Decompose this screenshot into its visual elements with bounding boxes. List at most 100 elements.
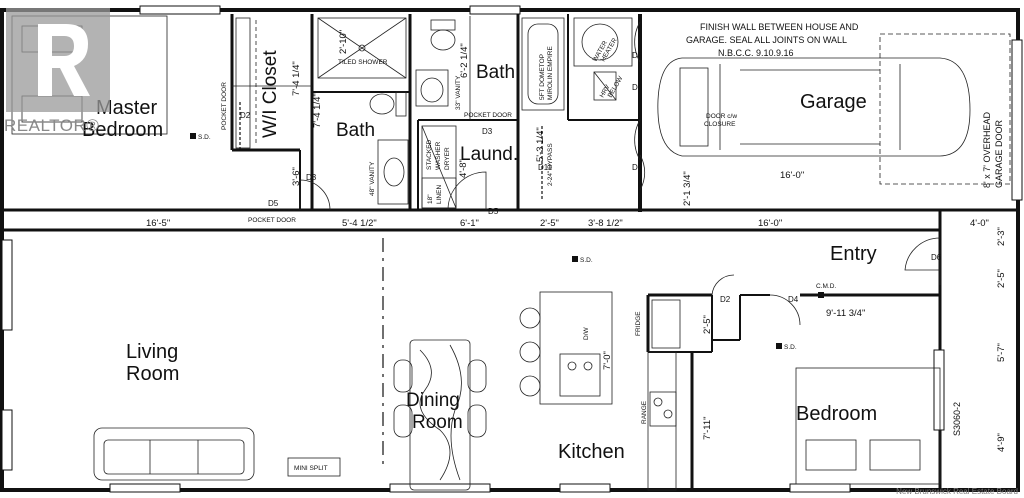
door-tag: D6 bbox=[931, 253, 942, 262]
toilet bbox=[369, 91, 407, 117]
tub-note: MIROLIN EMPIRE bbox=[547, 46, 554, 100]
dimension: 4'-0" bbox=[970, 218, 989, 229]
sd-note: S.D. bbox=[198, 134, 211, 141]
source-watermark: New Brunswick Real Estate Board bbox=[896, 487, 1018, 496]
counter bbox=[647, 351, 677, 491]
room-label-bedroom: Bedroom bbox=[796, 403, 877, 425]
dimension: 3'-6" bbox=[291, 167, 302, 186]
dimension: 5'-3 1/4" bbox=[535, 127, 546, 162]
sd-note: S.D. bbox=[580, 257, 593, 264]
room-label-living: Living bbox=[126, 341, 178, 363]
sink bbox=[415, 69, 449, 107]
room-label-dining: Room bbox=[412, 412, 463, 433]
garage-note: GARAGE. SEAL ALL JOINTS ON WALL bbox=[686, 35, 847, 45]
dimension: 4'-9" bbox=[996, 433, 1007, 452]
fridge-note: FRIDGE bbox=[635, 311, 642, 336]
door-tag: D11 bbox=[538, 163, 553, 172]
bathtub bbox=[521, 17, 565, 111]
dimension: 9'-11 3/4" bbox=[826, 308, 865, 319]
interior-walls-bottom bbox=[646, 250, 941, 490]
room-label-laundry: Laund. bbox=[460, 144, 518, 165]
room-label-bath-2: Bath bbox=[476, 62, 515, 83]
linen-note: LINEN bbox=[436, 185, 443, 204]
realtor-logo-icon bbox=[6, 8, 110, 112]
dimension: 4'-8" bbox=[458, 159, 469, 178]
sofa bbox=[93, 427, 255, 481]
overhead-door-note: GARAGE DOOR bbox=[994, 119, 1004, 188]
room-label-kitchen: Kitchen bbox=[558, 441, 625, 463]
room-label-living: Room bbox=[126, 363, 179, 385]
door-tag: D2 bbox=[240, 111, 251, 120]
dimension: 2'-5" bbox=[540, 218, 559, 229]
co-detector-icon bbox=[818, 292, 824, 298]
dimension: 6'-1" bbox=[460, 218, 479, 229]
interior-walls-top bbox=[230, 14, 640, 210]
overhead-door-note: 8' x 7' OVERHEAD bbox=[982, 112, 992, 188]
shower-note: TILED SHOWER bbox=[338, 59, 388, 66]
door-tag: D5 bbox=[268, 199, 279, 208]
room-label-closet: W/I Closet bbox=[260, 50, 281, 138]
door-closure-note: DOOR c/w bbox=[706, 113, 737, 120]
realtor-logo-text: REALTOR® bbox=[4, 116, 100, 135]
dimension: 5'-4 1/2" bbox=[342, 218, 377, 229]
room-label-entry: Entry bbox=[830, 243, 877, 265]
door-tag: D5 bbox=[632, 51, 643, 60]
garage-door-swing bbox=[879, 33, 1011, 185]
toilet bbox=[430, 19, 456, 51]
dimension: 16'-0" bbox=[758, 218, 782, 229]
dimension: 2'-10" bbox=[338, 30, 349, 54]
pocket-door-note: POCKET DOOR bbox=[248, 217, 296, 224]
room-label-master: Master bbox=[96, 97, 157, 119]
window-tag: S3060-2 bbox=[952, 402, 962, 436]
dimension: 3'-8 1/2" bbox=[588, 218, 623, 229]
bedroom-bed bbox=[795, 367, 941, 485]
door-tag: D3 bbox=[482, 127, 493, 136]
washer-note: STACKED bbox=[426, 139, 433, 170]
sd-note: S.D. bbox=[784, 344, 797, 351]
door-tag: D5 bbox=[488, 207, 499, 216]
water-heater bbox=[573, 17, 633, 101]
vanity-48-note: 48" VANITY bbox=[369, 161, 376, 196]
dimension: 16'-5" bbox=[146, 218, 170, 229]
dimension: 7'-11" bbox=[702, 417, 713, 441]
dw-note: D/W bbox=[583, 327, 590, 341]
cmd-note: C.M.D. bbox=[816, 283, 836, 290]
tiled-shower bbox=[317, 17, 407, 79]
dimension: 2'-3" bbox=[996, 227, 1007, 246]
dimension: 6'-2 1/4" bbox=[459, 43, 470, 78]
range bbox=[649, 391, 677, 427]
door-tag: D5 bbox=[632, 163, 643, 172]
dimension: 7'-0" bbox=[602, 351, 613, 370]
room-label-garage: Garage bbox=[800, 91, 867, 113]
mini-split bbox=[287, 457, 341, 477]
dimension: 2'-5" bbox=[996, 269, 1007, 288]
dimension: 7'-4 1/4" bbox=[312, 93, 323, 128]
dimension: 7'-4 1/4" bbox=[291, 61, 302, 96]
smoke-detector-icon bbox=[190, 133, 196, 139]
sink bbox=[377, 139, 409, 205]
door-tag: D2 bbox=[720, 295, 731, 304]
linen bbox=[421, 177, 457, 209]
mini-split-note: MINI SPLIT bbox=[294, 465, 328, 472]
door-tag: D4 bbox=[788, 295, 799, 304]
door-swings bbox=[200, 21, 941, 326]
washer-note: WASHER bbox=[435, 141, 442, 170]
bypass-note: 2-24" BYPASS bbox=[547, 143, 554, 186]
garage-note: FINISH WALL BETWEEN HOUSE AND bbox=[700, 22, 859, 32]
tub-note: 5FT DOMETOP bbox=[539, 54, 546, 100]
washer-note: DRYER bbox=[444, 147, 451, 170]
linen-note: 18" bbox=[427, 194, 434, 204]
room-label-dining: Dining bbox=[406, 390, 460, 411]
kitchen-island bbox=[519, 291, 613, 405]
dimension: 16'-0" bbox=[780, 170, 804, 181]
door-closure-note: CLOSURE bbox=[704, 121, 736, 128]
pocket-door-note: POCKET DOOR bbox=[464, 112, 512, 119]
car bbox=[657, 57, 971, 157]
vanity-33-note: 33" VANITY bbox=[455, 75, 462, 110]
door-tag: D3 bbox=[306, 173, 317, 182]
smoke-detector-icon bbox=[572, 256, 578, 262]
smoke-detector-icon bbox=[776, 343, 782, 349]
pocket-door-note: POCKET DOOR bbox=[221, 82, 228, 130]
room-label-bath-1: Bath bbox=[336, 120, 375, 141]
